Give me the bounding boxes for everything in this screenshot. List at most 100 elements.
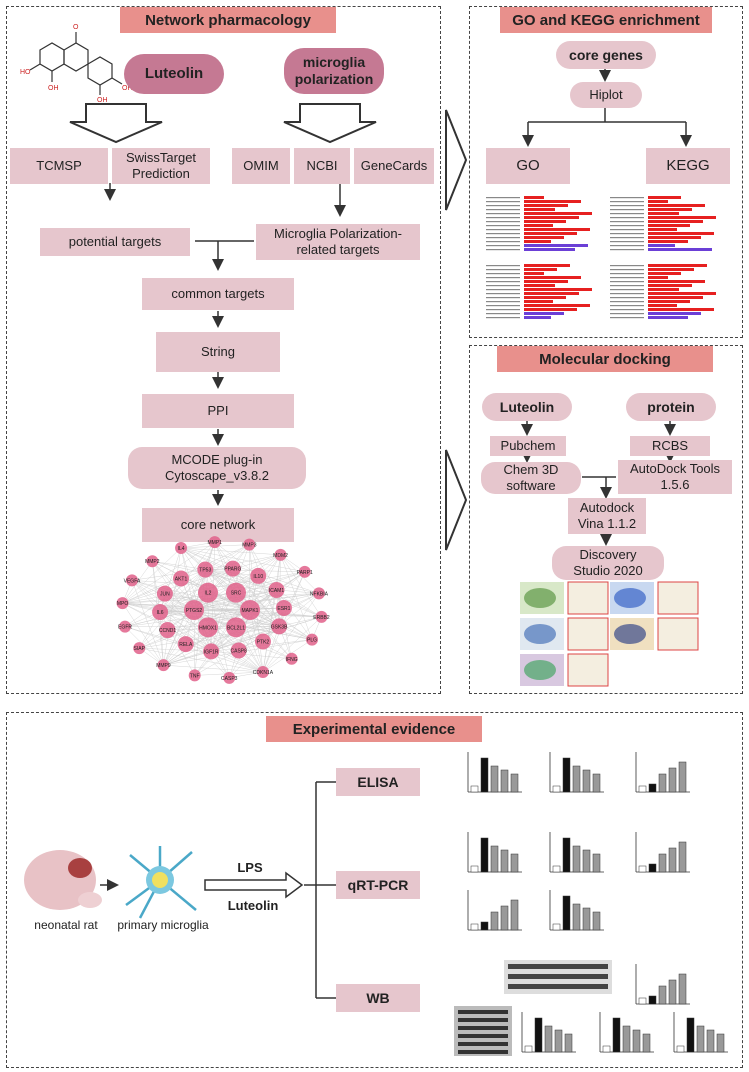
docking-zoom-image xyxy=(657,581,699,615)
mcode-box: MCODE plug-in Cytoscape_v3.8.2 xyxy=(128,447,306,489)
chart-bar xyxy=(592,911,601,931)
common-targets-box: common targets xyxy=(142,278,294,310)
enrichment-bar-label xyxy=(486,305,520,307)
enrichment-bar xyxy=(524,308,577,311)
ppi-node-label: MMP1 xyxy=(208,540,223,546)
ppi-box: PPI xyxy=(142,394,294,428)
luteolin-treatment-label: Luteolin xyxy=(227,898,279,913)
enrichment-bar xyxy=(648,200,668,203)
enrichment-bar xyxy=(524,284,555,287)
enrichment-bar-label xyxy=(610,269,644,271)
ppi-node-label: SIAP xyxy=(134,646,146,652)
enrichment-bar-label xyxy=(486,273,520,275)
enrichment-bar-label xyxy=(486,209,520,211)
go-box: GO xyxy=(486,148,570,184)
docking-zoom-image xyxy=(567,653,609,687)
svg-text:O: O xyxy=(73,24,79,31)
ppi-node xyxy=(243,538,256,551)
ppi-node-label: GSK3B xyxy=(271,624,288,630)
elisa-box: ELISA xyxy=(336,768,420,796)
chart-bar xyxy=(678,841,687,873)
enrichment-bar-label xyxy=(610,209,644,211)
ppi-node xyxy=(173,570,190,587)
enrichment-bar xyxy=(524,240,551,243)
enrichment-bar xyxy=(648,228,677,231)
ppi-node xyxy=(159,622,176,639)
enrichment-bar xyxy=(524,312,564,315)
ppi-node-label: MMP9 xyxy=(156,663,171,669)
enrichment-bar-label xyxy=(610,205,644,207)
ppi-node xyxy=(157,659,170,672)
enrichment-bar-label xyxy=(486,225,520,227)
ppi-node-label: IFNG xyxy=(286,657,298,663)
ppi-node-label: CDKN1A xyxy=(253,670,274,676)
chart-bar xyxy=(676,1045,685,1053)
chart-bar xyxy=(490,765,499,793)
chart-bar xyxy=(470,865,479,873)
enrichment-bar-label xyxy=(486,277,520,279)
enrichment-bar xyxy=(524,228,590,231)
enrichment-bar-label xyxy=(486,285,520,287)
chart-bar xyxy=(648,863,657,873)
enrichment-bar-label xyxy=(610,305,644,307)
enrichment-bar xyxy=(648,208,692,211)
enrichment-bar xyxy=(648,308,714,311)
enrichment-bar xyxy=(648,316,688,319)
wb-box: WB xyxy=(336,984,420,1012)
enrichment-bar xyxy=(524,220,566,223)
enrichment-bar-label xyxy=(486,201,520,203)
chart-bar xyxy=(500,769,509,793)
protein-shape xyxy=(614,588,646,608)
chart-bar xyxy=(658,985,667,1005)
ppi-node-label: MMP3 xyxy=(242,543,257,549)
network-pharmacology-panel xyxy=(6,6,441,694)
ppi-node xyxy=(230,642,247,659)
chart-bar xyxy=(510,899,519,931)
docking-zoom-image xyxy=(657,617,699,651)
ppi-node xyxy=(208,536,221,549)
enrichment-bar xyxy=(524,196,544,199)
enrichment-bar-label xyxy=(610,221,644,223)
swiss-box: SwissTarget Prediction xyxy=(112,148,210,184)
hollow-arrow-left xyxy=(69,103,163,144)
ppi-node-label: PLG xyxy=(307,638,317,644)
enrichment-bar-label xyxy=(486,289,520,291)
enrichment-bar xyxy=(524,200,581,203)
ppi-node xyxy=(184,600,204,620)
genecards-box: GeneCards xyxy=(354,148,434,184)
chart-bar xyxy=(716,1033,725,1053)
wb-band xyxy=(458,1018,508,1022)
enrichment-bar xyxy=(648,304,677,307)
enrichment-bar xyxy=(524,208,555,211)
enrichment-bar-label xyxy=(610,197,644,199)
protein-shape xyxy=(614,624,646,644)
ppi-node-label: AKT1 xyxy=(175,576,188,582)
protein-shape xyxy=(524,588,556,608)
enrichment-bar-label xyxy=(486,241,520,243)
ppi-node-label: ICAM1 xyxy=(269,588,285,594)
chart-bar xyxy=(470,923,479,931)
enrichment-bar xyxy=(648,272,681,275)
luteolin-pill: Luteolin xyxy=(124,54,224,94)
chart-bar xyxy=(582,849,591,873)
chart-bar xyxy=(572,903,581,931)
ppi-node-label: IL10 xyxy=(253,574,263,580)
chart-bar xyxy=(582,769,591,793)
ppi-node-label: MDM2 xyxy=(273,553,288,559)
ppi-node xyxy=(306,633,319,646)
enrichment-bar-label xyxy=(486,233,520,235)
protein-shape xyxy=(524,660,556,680)
ppi-node-label: ERBB2 xyxy=(313,615,330,621)
enrichment-bar-label xyxy=(486,281,520,283)
svg-text:OH: OH xyxy=(122,85,133,92)
enrichment-title: GO and KEGG enrichment xyxy=(500,7,712,33)
chart-bar xyxy=(638,865,647,873)
ppi-node xyxy=(226,582,246,603)
ppi-node xyxy=(268,581,285,598)
enrichment-bar xyxy=(648,204,705,207)
enrichment-bar-label xyxy=(486,245,520,247)
enrichment-bar xyxy=(524,276,581,279)
enrichment-bar xyxy=(648,220,703,223)
